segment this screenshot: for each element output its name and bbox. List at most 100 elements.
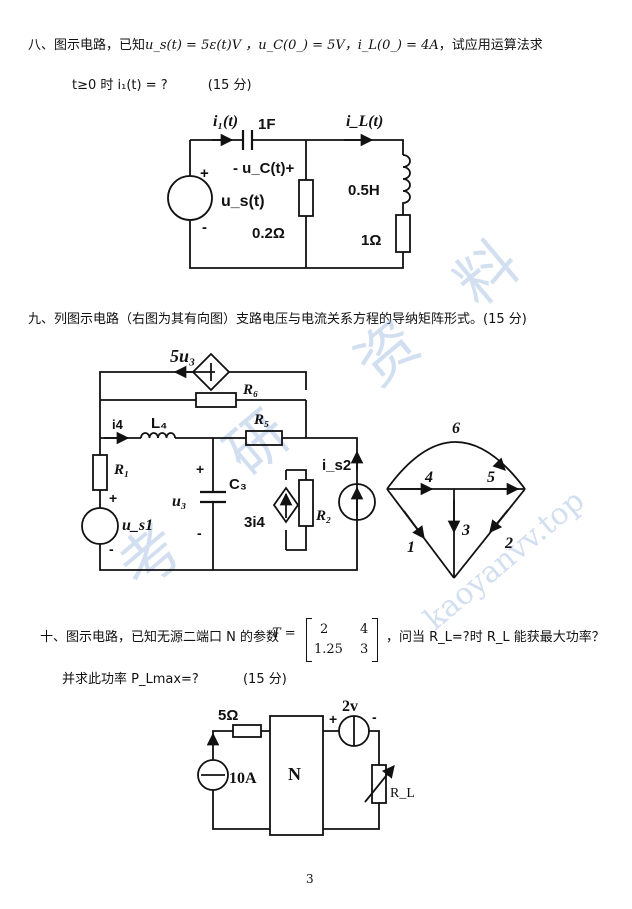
q8-uc-label: - u_C(t)+ <box>233 160 294 177</box>
q9-dependent-current-source <box>272 486 300 524</box>
matrix-a21: 1.25 <box>314 642 343 657</box>
graph-edge-2-arrow <box>489 509 509 533</box>
q8-top-wire <box>190 139 404 155</box>
graph-label-2: 2 <box>504 535 513 552</box>
q10-N-label: N <box>288 764 301 784</box>
q10-suffix: ，问当 R_L=?时 R_L 能获最大功率？ <box>386 630 605 645</box>
q8-resistor-1 <box>395 214 411 253</box>
q10-R-label: 5Ω <box>218 707 238 724</box>
q8-line1: 八、图示电路，已知u_s(t) = 5ε(t)V ，u_C(0_) = 5V，i… <box>28 34 543 53</box>
watermark: 考 研 资 料 kaoyanvv.top <box>105 227 591 637</box>
circuit-q9 <box>81 352 376 571</box>
q9-labels: 5u₃ R₆ i4 L₄ R₅ R₁ + - u_s1 + - u₃ C₃ 3i… <box>109 346 351 557</box>
q10-right-wire <box>323 730 380 830</box>
q8-minus: - <box>202 219 207 236</box>
q9-graph-labels: 6 4 5 1 3 2 <box>407 420 513 556</box>
q9-is2-label: i_s2 <box>322 457 351 474</box>
q10-resistor-5 <box>232 724 262 738</box>
q8-line1-prefix: 八、图示电路，已知 <box>28 38 146 53</box>
q8-i1-label: i₁(t) <box>213 113 238 130</box>
q9-dependent-voltage-source <box>191 352 231 392</box>
q9-u3-minus: - <box>197 525 202 541</box>
q8-ind-label: 0.5H <box>348 182 380 199</box>
q10-line2-text: 并求此功率 P_Lmax=? <box>62 672 199 687</box>
q10-line2: 并求此功率 P_Lmax=? (15 分) <box>62 668 287 687</box>
watermark-char-3: 资 <box>342 307 433 399</box>
q9-R2-label: R₂ <box>315 508 331 524</box>
q10-left-top-wire <box>212 730 270 760</box>
q8-us-label: u_s(t) <box>221 193 265 210</box>
q10-src-label: 10A <box>229 770 257 787</box>
q9-us1-source <box>81 507 119 545</box>
q9-R5 <box>245 430 283 446</box>
q9-u3-label: u₃ <box>172 493 186 510</box>
q10-RL-variable-arrow <box>364 765 395 803</box>
q9-u3-plus: + <box>196 461 204 477</box>
q8-resistor-02 <box>298 179 314 217</box>
q9-R6-label: R₆ <box>242 382 258 398</box>
page-number: 3 <box>306 872 314 886</box>
q8-res1-label: 0.2Ω <box>252 225 285 242</box>
q9-5u3-label: 5u₃ <box>170 346 195 366</box>
q8-line1-formula: u_s(t) = 5ε(t)V ，u_C(0_) = 5V，i_L(0_) = … <box>145 38 439 53</box>
q8-line2: t≥0 时 i₁(t) = ? (15 分) <box>72 74 252 93</box>
watermark-url: kaoyanvv.top <box>418 483 592 637</box>
q9-text: 九、列图示电路（右图为其有向图）支路电压与电流关系方程的导纳矩阵形式。(15 分… <box>28 312 527 327</box>
circuit-q10 <box>197 715 395 836</box>
graph-label-6: 6 <box>452 420 460 437</box>
matrix-a12: 4 <box>360 622 369 637</box>
graph-label-4: 4 <box>424 469 433 486</box>
q10-two-port-N <box>269 715 324 836</box>
graph-edge-1-arrow <box>403 510 425 540</box>
q10-points: (15 分) <box>242 672 287 687</box>
q9-R1-label: R₁ <box>113 462 129 478</box>
q10-matrix: 2 4 1.25 3 <box>306 618 378 662</box>
q8-points: (15 分) <box>207 78 252 93</box>
q9-R6 <box>195 392 237 408</box>
q9-us1-label: u_s1 <box>122 517 153 534</box>
graph-edge-2 <box>453 488 526 579</box>
q9-directed-graph <box>386 441 526 579</box>
graph-label-1: 1 <box>407 539 415 556</box>
q9-L4 <box>140 432 176 439</box>
graph-label-5: 5 <box>487 469 495 486</box>
q10-T-label: T = <box>272 626 296 641</box>
q10-prefix: 十、图示电路，已知无源二端口 N 的参数 <box>40 630 279 645</box>
q10-RL-label: R_L <box>390 786 415 801</box>
q9-is2-source <box>338 483 376 521</box>
watermark-char-4: 料 <box>442 227 533 319</box>
q9-L4-label: L₄ <box>151 415 167 432</box>
q9-us1-minus: - <box>109 541 114 557</box>
q8-iL-label: i_L(t) <box>346 113 383 130</box>
matrix-a22: 3 <box>360 642 369 657</box>
q8-plus: + <box>200 165 209 182</box>
q9-R2 <box>298 479 314 527</box>
q8-line1-suffix: ，试应用运算法求 <box>438 38 543 53</box>
q9-3i4-label: 3i4 <box>244 514 266 531</box>
q10-v-label: 2v <box>342 698 358 715</box>
q8-left-bottom-wire <box>189 140 404 269</box>
q9-top-wire <box>99 371 307 390</box>
q8-res2-label: 1Ω <box>361 232 381 249</box>
q10-labels: 5Ω 10A N 2v + - R_L <box>218 698 415 801</box>
circuit-q8 <box>167 130 411 269</box>
q10-minus: - <box>372 709 377 725</box>
graph-edge-6 <box>386 441 526 490</box>
q9-C3-label: C₃ <box>229 476 247 493</box>
q9-i4-label: i4 <box>112 417 124 432</box>
graph-edge-6-arrow <box>492 457 506 471</box>
q8-inductor <box>402 154 411 215</box>
q9-r2-wire <box>286 469 307 551</box>
q10-current-source <box>197 759 229 791</box>
q8-voltage-source <box>167 175 213 221</box>
q9-us1-plus: + <box>109 490 117 506</box>
q10-RL <box>371 764 387 804</box>
matrix-a11: 2 <box>320 622 329 637</box>
graph-label-3: 3 <box>461 522 470 539</box>
q9-R5-label: R₅ <box>253 412 269 428</box>
q10-plus: + <box>329 711 337 727</box>
q8-line2-text: t≥0 时 i₁(t) = ? <box>72 78 168 93</box>
q9-R1 <box>92 454 108 491</box>
q8-cap-label: 1F <box>258 116 276 133</box>
